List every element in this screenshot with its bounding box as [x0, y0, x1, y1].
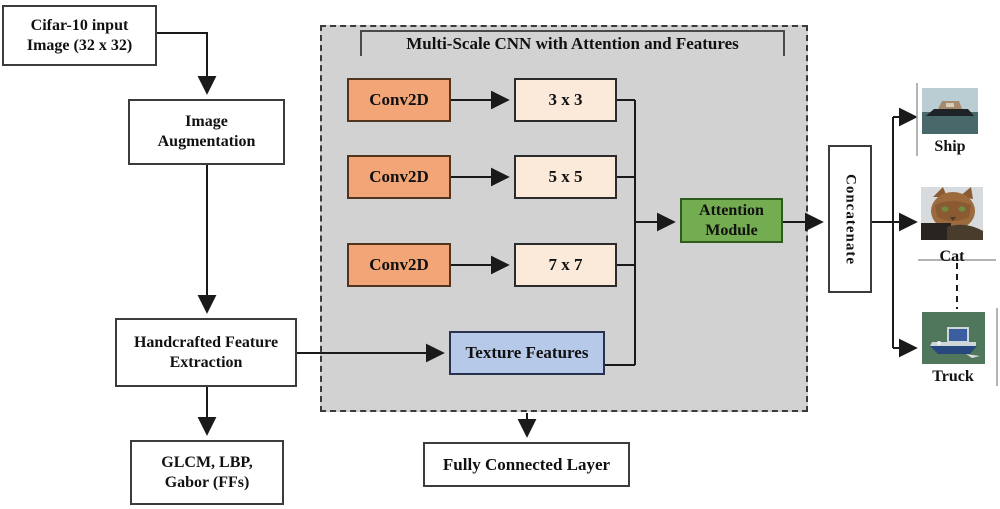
handcrafted-line2: Extraction [169, 353, 243, 371]
attention-line2: Module [705, 221, 758, 239]
output-label-ship: Ship [934, 138, 966, 155]
texture-features-node: Texture Features [449, 331, 605, 375]
cifar-line1: Cifar-10 input [30, 16, 129, 34]
attention-module-node: Attention Module [680, 198, 783, 243]
handcrafted-feature-node: Handcrafted Feature Extraction [115, 318, 297, 387]
cifar-line2: Image (32 x 32) [26, 36, 133, 54]
concatenate-node: Concatenate [828, 145, 872, 293]
handcrafted-line1: Handcrafted Feature [133, 333, 279, 351]
conv2d-node-3: Conv2D [347, 243, 451, 287]
cnn-block-title: Multi-Scale CNN with Attention and Featu… [360, 30, 785, 56]
kernel-node-7x7: 7 x 7 [514, 243, 617, 287]
glcm-line2: Gabor (FFs) [164, 473, 250, 491]
conv2d-node-1: Conv2D [347, 78, 451, 122]
branch-lines [872, 117, 894, 348]
image-augmentation-line1: Image [185, 113, 228, 130]
glcm-node: GLCM, LBP, Gabor (FFs) [130, 440, 284, 505]
attention-line1: Attention [699, 201, 764, 219]
kernel-node-5x5: 5 x 5 [514, 155, 617, 199]
truck-image [922, 312, 985, 364]
cifar-input-node: Cifar-10 input Image (32 x 32) [2, 5, 157, 66]
cat-image [921, 187, 983, 240]
glcm-line1: GLCM, LBP, [161, 453, 253, 471]
fully-connected-node: Fully Connected Layer [423, 442, 630, 487]
image-augmentation-line2: Augmentation [157, 133, 256, 150]
ship-image [922, 88, 978, 134]
kernel-node-3x3: 3 x 3 [514, 78, 617, 122]
image-augmentation-node: Image Augmentation [128, 99, 285, 165]
output-label-cat: Cat [939, 248, 965, 265]
arrow-cifar-to-augmentation [157, 32, 217, 95]
output-label-truck: Truck [932, 368, 974, 385]
conv2d-node-2: Conv2D [347, 155, 451, 199]
